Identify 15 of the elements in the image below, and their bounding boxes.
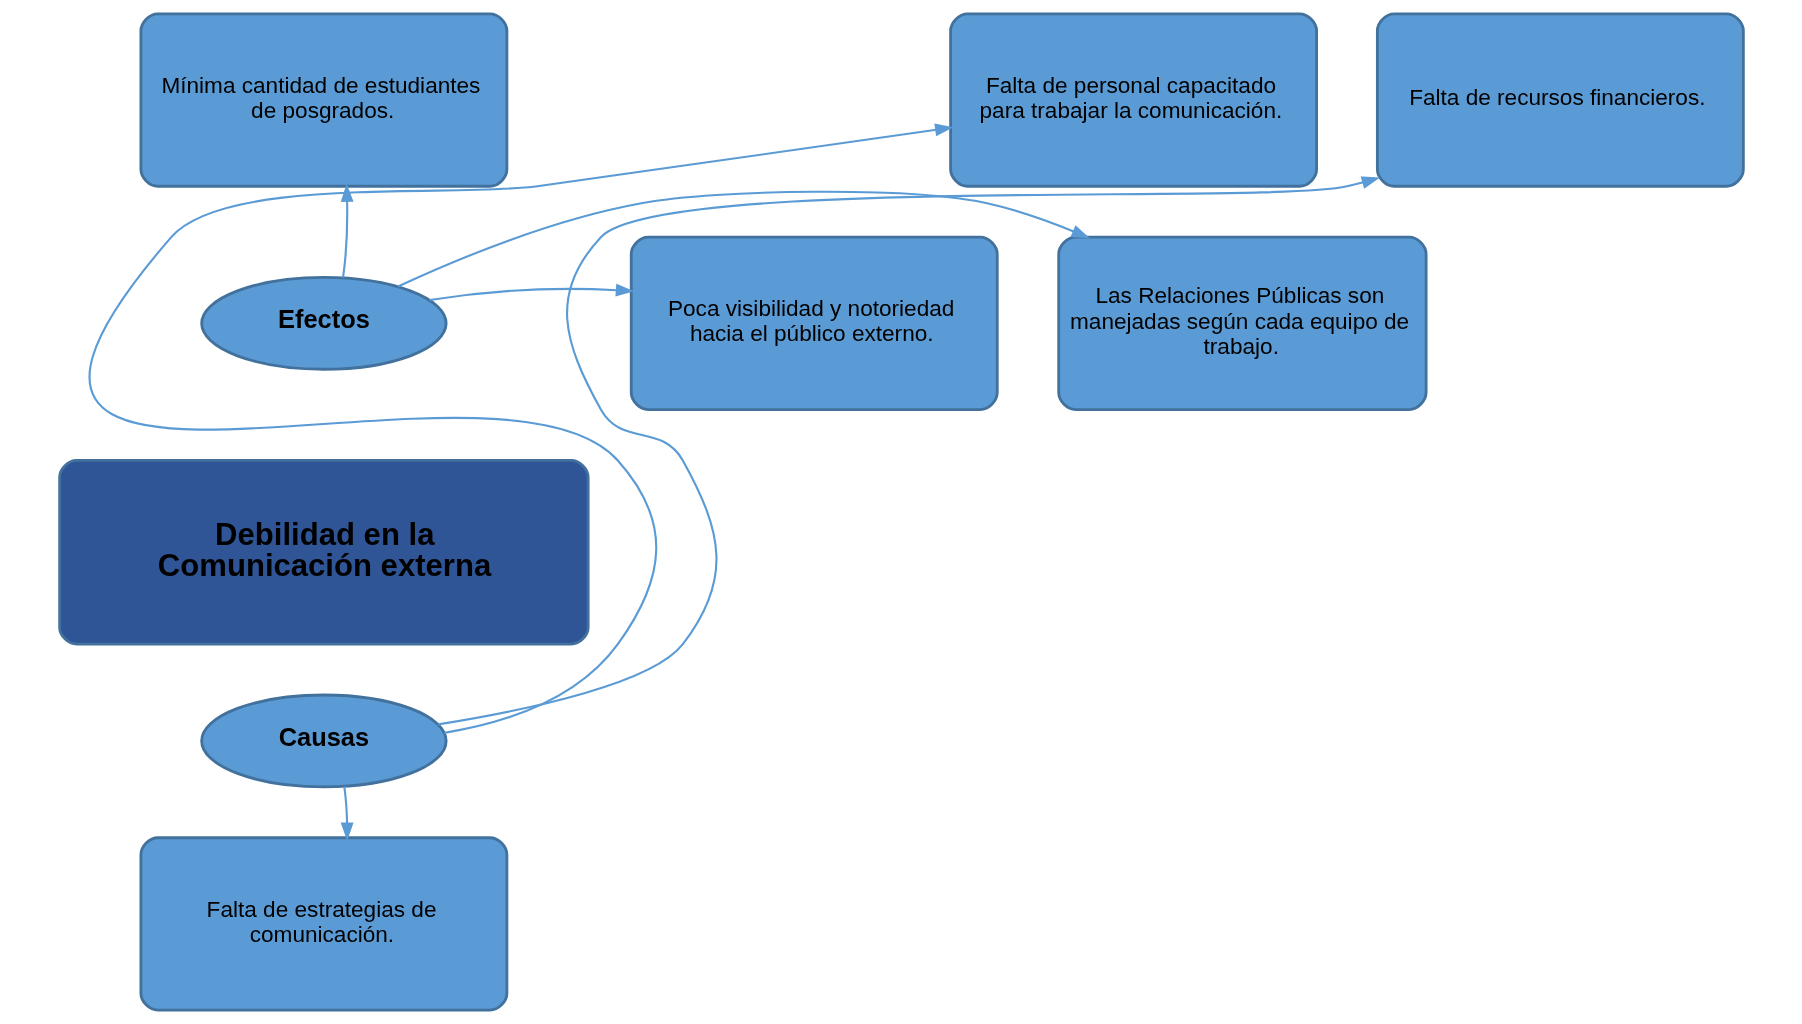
node-box: Falta de personal capacitado para trabajar la comunicación. <box>948 12 1318 188</box>
arrow <box>340 183 354 278</box>
arrow <box>91 123 953 734</box>
arrow <box>340 786 354 841</box>
node-ellipse: Efectos <box>199 276 448 371</box>
node-box: Debilidad en la Comunicación externa <box>57 459 590 646</box>
node-ellipse: Causas <box>199 693 448 789</box>
node-box: Falta de estrategias de comunicación. <box>139 836 508 1012</box>
arrow <box>429 283 634 302</box>
node-box: Mínima cantidad de estudiantes de posgrados. <box>139 12 508 188</box>
node-box: Falta de recursos financieros. <box>1375 12 1745 188</box>
arrow <box>397 190 1090 288</box>
node-box: Las Relaciones Públicas son manejadas según cada equipo de trabajo. <box>1056 235 1428 411</box>
node-box: Poca visibilidad y notoriedad hacia el público externo. <box>629 235 999 411</box>
arrow <box>437 176 1380 726</box>
